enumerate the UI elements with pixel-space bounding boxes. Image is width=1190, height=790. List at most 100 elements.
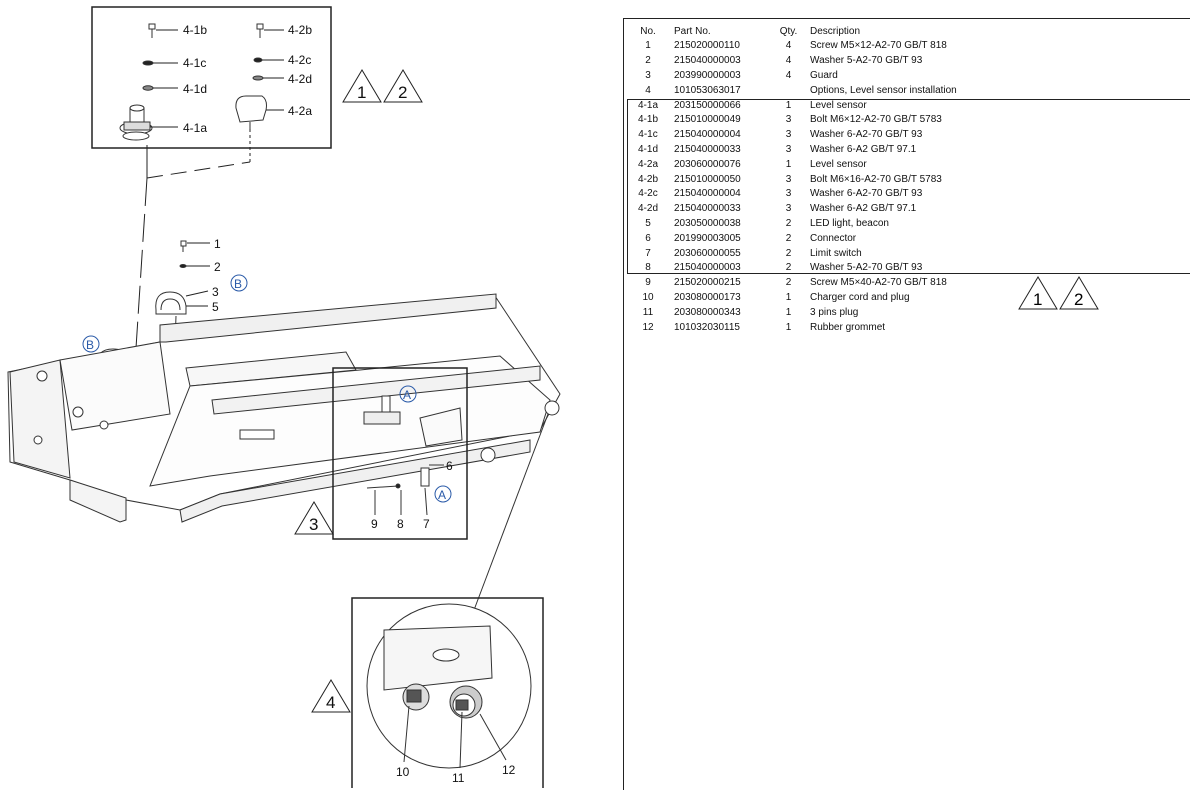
row-part-no: 215040000033 [674,203,741,215]
row-no: 12 [642,321,654,333]
row-description: Options, Level sensor installation [810,84,957,96]
header-qty: Qty. [779,26,798,37]
header-description: Description [810,26,861,37]
row-no: 1 [645,40,651,52]
row-part-no: 215010000050 [674,173,741,185]
callout-2: 2 [214,260,221,274]
row-description: Connector [810,232,857,244]
charger-socket-detail [366,603,532,769]
revision-triangle-3: 3 [294,501,334,535]
table-body: 1 215020000110 4 Screw M5×12-A2-70 GB/T 818… [624,39,1110,335]
svg-text:1: 1 [357,83,366,102]
row-qty: 1 [785,291,792,303]
table-row: 1 215020000110 4 Screw M5×12-A2-70 GB/T 818 [624,39,1110,54]
row-qty: 3 [785,114,792,126]
row-qty: 1 [785,321,792,333]
detail-box-charger [351,597,544,788]
connector-leader [473,400,560,611]
row-qty: 1 [785,158,792,170]
callout-4-2b: 4-2b [288,23,312,37]
level-sensor-4-1 [119,23,156,141]
svg-text:A: A [403,388,411,402]
row-description: Screw M5×40-A2-70 GB/T 818 [810,277,947,289]
row-no: 11 [642,306,654,318]
view-marker-a-top: A [399,385,417,403]
row-no: 10 [642,291,654,303]
row-part-no: 203990000003 [674,69,741,81]
table-triangle-2: 2 [1074,290,1083,309]
callout-4-2d: 4-2d [288,72,312,86]
row-no: 4-2b [637,173,658,185]
callout-9: 9 [371,517,378,531]
svg-text:4: 4 [326,693,335,712]
row-description: LED light, beacon [810,217,889,229]
row-no: 4 [645,84,651,96]
row-description: Washer 6-A2 GB/T 97.1 [810,203,917,215]
callout-4-1c: 4-1c [183,56,206,70]
row-part-no: 215020000215 [674,277,741,289]
leader-lines-group4 [150,29,284,128]
level-sensor-4-2 [235,23,267,130]
row-qty: 1 [785,99,792,111]
parts-diagram: 4-1b 4-1c 4-1d 4-1a 4-2b 4-2c 4-2d 4-2a … [7,6,561,788]
row-part-no: 215040000004 [674,129,741,141]
svg-text:A: A [438,488,446,502]
callout-7: 7 [423,517,430,531]
detail-box-group4 [91,6,332,149]
row-part-no: 203050000038 [674,217,741,229]
row-qty: 4 [785,55,792,67]
row-description: Screw M5×12-A2-70 GB/T 818 [810,40,947,52]
row-no: 4-1c [638,129,658,141]
row-qty: 2 [785,217,792,229]
row-part-no: 101053063017 [674,84,741,96]
row-part-no: 203060000076 [674,158,741,170]
table-triangle-1: 1 [1033,290,1042,309]
callout-8: 8 [397,517,404,531]
row-description: Washer 5-A2-70 GB/T 93 [810,55,923,67]
group-4-outline [627,99,1190,274]
row-no: 4-1a [637,99,658,111]
row-qty: 4 [785,40,792,52]
svg-text:B: B [86,338,94,352]
view-marker-a-bottom: A [434,485,452,503]
row-qty: 2 [785,262,792,274]
row-qty: 3 [785,203,792,215]
row-description: Guard [810,69,838,81]
detail-box-switch [332,367,468,540]
svg-text:B: B [234,277,242,291]
callout-5: 5 [212,300,219,314]
row-no: 9 [645,277,651,289]
row-description: Level sensor [810,158,867,170]
row-description: Level sensor [810,99,867,111]
row-qty [771,83,806,98]
callout-4-2c: 4-2c [288,53,311,67]
revision-triangle-4: 4 [311,679,351,713]
view-marker-b-right: B [230,274,248,292]
chassis-frame [7,293,561,523]
row-no: 6 [645,232,651,244]
row-qty: 2 [785,247,792,259]
row-no: 4-2c [638,188,658,200]
callout-1: 1 [214,237,221,251]
row-qty: 3 [785,143,792,155]
row-part-no: 215020000110 [674,40,740,52]
header-no: No. [640,26,656,37]
table-revision-triangles: 1 2 [1018,276,1099,310]
row-part-no: 215040000004 [674,188,741,200]
row-no: 4-1b [637,114,658,126]
row-qty: 3 [785,129,792,141]
callout-6: 6 [446,459,453,473]
row-part-no: 215040000003 [674,262,741,274]
